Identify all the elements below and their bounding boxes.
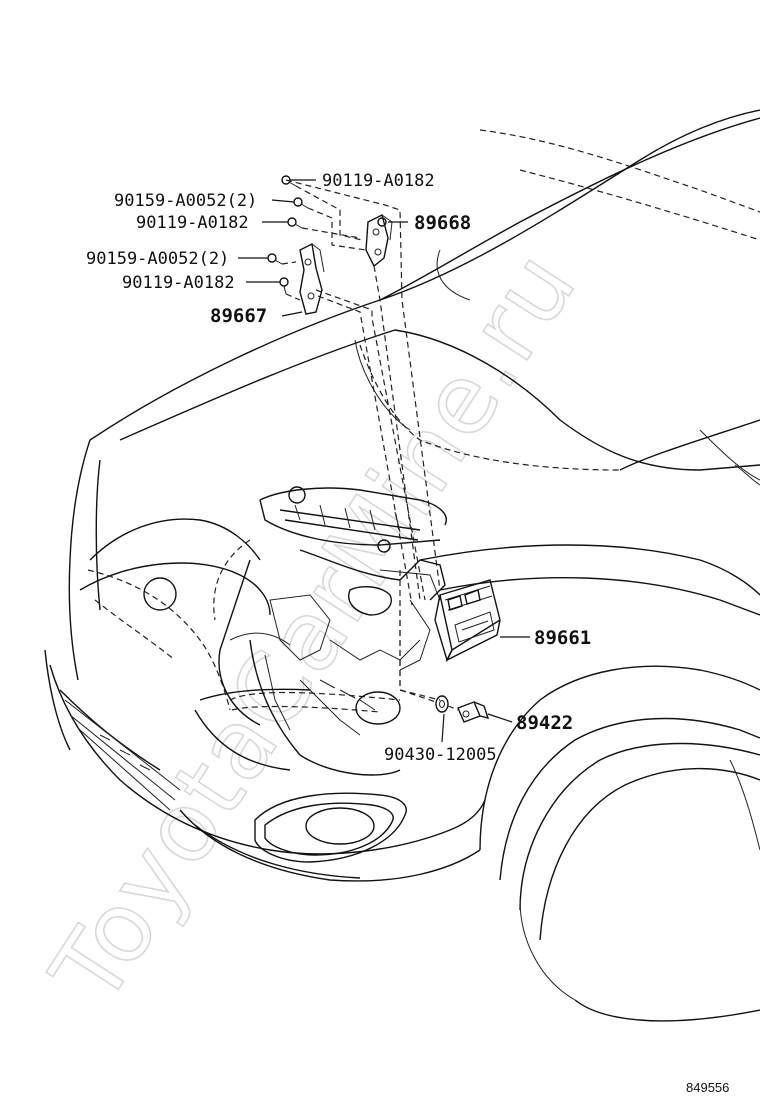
bolt-icon (287, 217, 303, 229)
assembly-dashed-lines (281, 179, 459, 711)
bracket-89668[interactable] (365, 213, 393, 268)
label-sensor[interactable]: 89422 (516, 712, 573, 734)
bolt-icon (267, 253, 283, 265)
label-ecu[interactable]: 89661 (534, 627, 591, 649)
bolt-icon (293, 197, 309, 209)
bolt-icon (279, 277, 289, 295)
label-bolt-top[interactable]: 90119-A0182 (322, 171, 435, 191)
label-bracket-lower[interactable]: 89667 (210, 305, 267, 327)
watermark-text: ToyotaCarMine.ru (30, 231, 599, 1023)
label-bolt-b-upper[interactable]: 90119-A0182 (136, 213, 249, 233)
engine-block (213, 486, 447, 776)
diagram-code: 849556 (686, 1080, 729, 1095)
label-bolt-a-lower[interactable]: 90159-A0052(2) (86, 249, 229, 269)
bolt-icon-group (267, 175, 387, 295)
gasket-90430[interactable] (435, 695, 449, 713)
label-gasket[interactable]: 90430-12005 (384, 745, 497, 765)
bracket-89667[interactable] (299, 242, 325, 315)
label-bracket-upper[interactable]: 89668 (414, 212, 471, 234)
bolt-icon (377, 217, 387, 227)
ecu-89661[interactable] (434, 579, 501, 662)
sensor-89422[interactable] (457, 701, 490, 723)
leader-lines (238, 179, 530, 743)
label-bolt-b-lower[interactable]: 90119-A0182 (122, 273, 235, 293)
label-bolt-a-upper[interactable]: 90159-A0052(2) (114, 191, 257, 211)
